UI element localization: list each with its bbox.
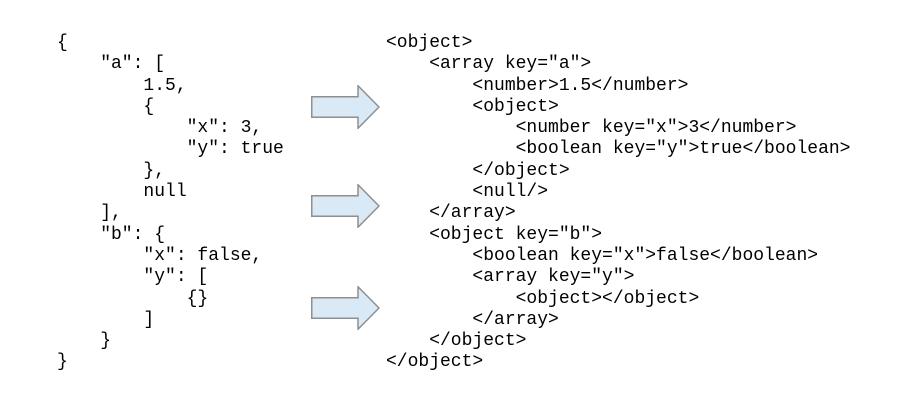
- right-arrow-shape: [311, 286, 380, 330]
- right-arrow-icon: [311, 85, 380, 129]
- right-arrow-shape: [311, 85, 380, 129]
- right-arrow-icon: [311, 184, 380, 228]
- json-source-code: { "a": [ 1.5, { "x": 3, "y": true }, nul…: [57, 33, 284, 373]
- xml-output-code: <object> <array key="a"> <number>1.5</nu…: [386, 33, 851, 373]
- right-arrow-shape: [311, 184, 380, 228]
- right-arrow-icon: [311, 286, 380, 330]
